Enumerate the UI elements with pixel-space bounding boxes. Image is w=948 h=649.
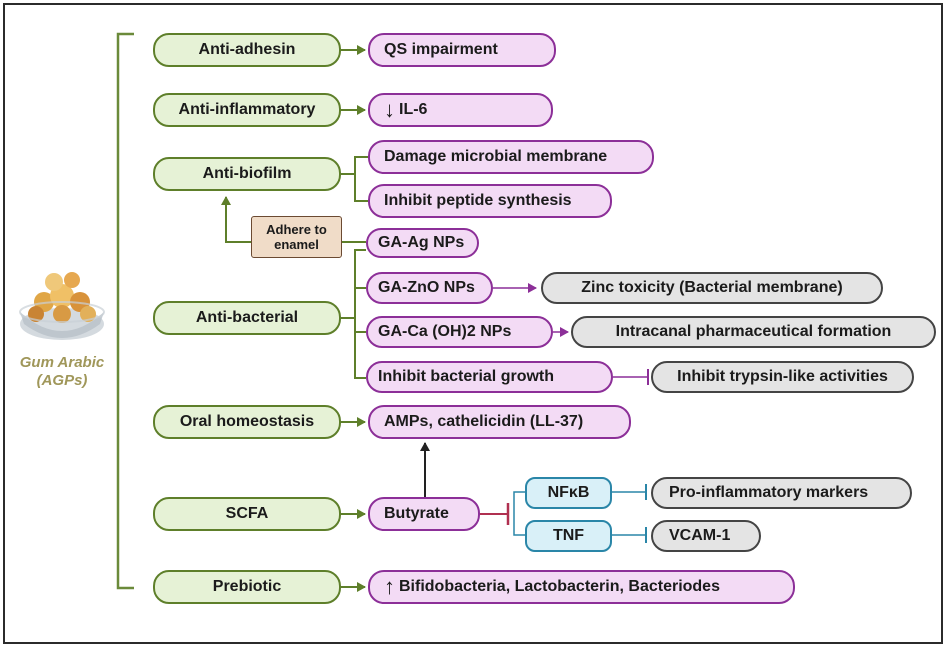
- outcome-butyrate: Butyrate: [368, 497, 480, 531]
- terminal-label: Pro-inflammatory markers: [669, 484, 869, 501]
- effect-label: Oral homeostasis: [179, 413, 315, 430]
- terminal-vcam: VCAM-1: [651, 520, 761, 552]
- outcome-label: Damage microbial membrane: [384, 148, 608, 165]
- outcome-damage-membrane: Damage microbial membrane: [368, 140, 654, 174]
- effect-anti-bacterial: Anti-bacterial: [153, 301, 341, 335]
- mediator-label: NFκB: [547, 484, 590, 501]
- outcome-label: Inhibit peptide synthesis: [384, 192, 572, 209]
- effect-label: Prebiotic: [212, 578, 282, 595]
- effect-label: Anti-bacterial: [195, 309, 299, 326]
- outcome-label: IL-6: [399, 101, 428, 118]
- effect-label: Anti-adhesin: [198, 41, 296, 58]
- outcome-label: Inhibit bacterial growth: [378, 368, 555, 385]
- outcome-label: Bifidobacteria, Lactobacterin, Bacteriod…: [399, 578, 720, 595]
- outcome-ga-zno: GA-ZnO NPs: [366, 272, 493, 304]
- terminal-intracanal: Intracanal pharmaceutical formation: [571, 316, 936, 348]
- effect-prebiotic: Prebiotic: [153, 570, 341, 604]
- arrow-up-icon: ↑: [384, 574, 395, 599]
- mediator-tnf: TNF: [525, 520, 612, 552]
- outcome-label: Butyrate: [384, 505, 449, 522]
- outcome-inhibit-peptide: Inhibit peptide synthesis: [368, 184, 612, 218]
- outcome-label: GA-ZnO NPs: [378, 279, 475, 296]
- source-abbrev: (AGPs): [36, 372, 88, 389]
- adhere-connector: [226, 197, 366, 243]
- adhere-line2: enamel: [274, 237, 319, 252]
- effect-scfa: SCFA: [153, 497, 341, 531]
- terminal-label: Inhibit trypsin-like activities: [677, 368, 888, 385]
- outcome-amps: AMPs, cathelicidin (LL-37): [368, 405, 631, 439]
- mediator-bracket: [513, 491, 525, 536]
- source-name: Gum Arabic: [19, 354, 105, 371]
- effect-label: Anti-inflammatory: [178, 101, 316, 118]
- terminal-trypsin: Inhibit trypsin-like activities: [651, 361, 914, 393]
- outcome-qs-impairment: QS impairment: [368, 33, 556, 67]
- gum-arabic-bowl-icon: [19, 272, 105, 340]
- effect-label: SCFA: [225, 505, 269, 522]
- outcome-label: AMPs, cathelicidin (LL-37): [384, 413, 584, 430]
- effect-anti-inflammatory: Anti-inflammatory: [153, 93, 341, 127]
- outcome-label: GA-Ca (OH)2 NPs: [378, 323, 512, 340]
- effect-label: Anti-biofilm: [202, 165, 292, 182]
- terminal-label: Zinc toxicity (Bacterial membrane): [581, 279, 843, 296]
- effect-anti-adhesin: Anti-adhesin: [153, 33, 341, 67]
- outcome-il6: ↓ IL-6: [368, 93, 553, 127]
- outcome-bacteria: ↑ Bifidobacteria, Lactobacterin, Bacteri…: [368, 570, 795, 604]
- outcome-ga-ca: GA-Ca (OH)2 NPs: [366, 316, 553, 348]
- outcome-label: QS impairment: [384, 41, 498, 58]
- source-bracket: [116, 32, 134, 590]
- outcome-inhibit-growth: Inhibit bacterial growth: [366, 361, 613, 393]
- terminal-pro-inflammatory: Pro-inflammatory markers: [651, 477, 912, 509]
- mediator-nfkb: NFκB: [525, 477, 612, 509]
- effect-anti-biofilm: Anti-biofilm: [153, 157, 341, 191]
- antibacterial-bracket: [341, 249, 366, 379]
- outcome-ga-ag: GA-Ag NPs: [366, 228, 479, 258]
- arrow-down-icon: ↓: [384, 97, 395, 122]
- terminal-label: Intracanal pharmaceutical formation: [615, 323, 892, 340]
- adhere-to-enamel: Adhere to enamel: [251, 216, 342, 258]
- mediator-label: TNF: [552, 527, 585, 544]
- effect-oral-homeostasis: Oral homeostasis: [153, 405, 341, 439]
- terminal-zinc-toxicity: Zinc toxicity (Bacterial membrane): [541, 272, 883, 304]
- terminal-label: VCAM-1: [669, 527, 731, 544]
- outcome-label: GA-Ag NPs: [378, 234, 465, 251]
- antibiofilm-bracket: [341, 156, 368, 202]
- diagram-frame: [3, 3, 943, 644]
- source-label: Gum Arabic (AGPs): [12, 354, 112, 390]
- adhere-line1: Adhere to: [266, 222, 327, 237]
